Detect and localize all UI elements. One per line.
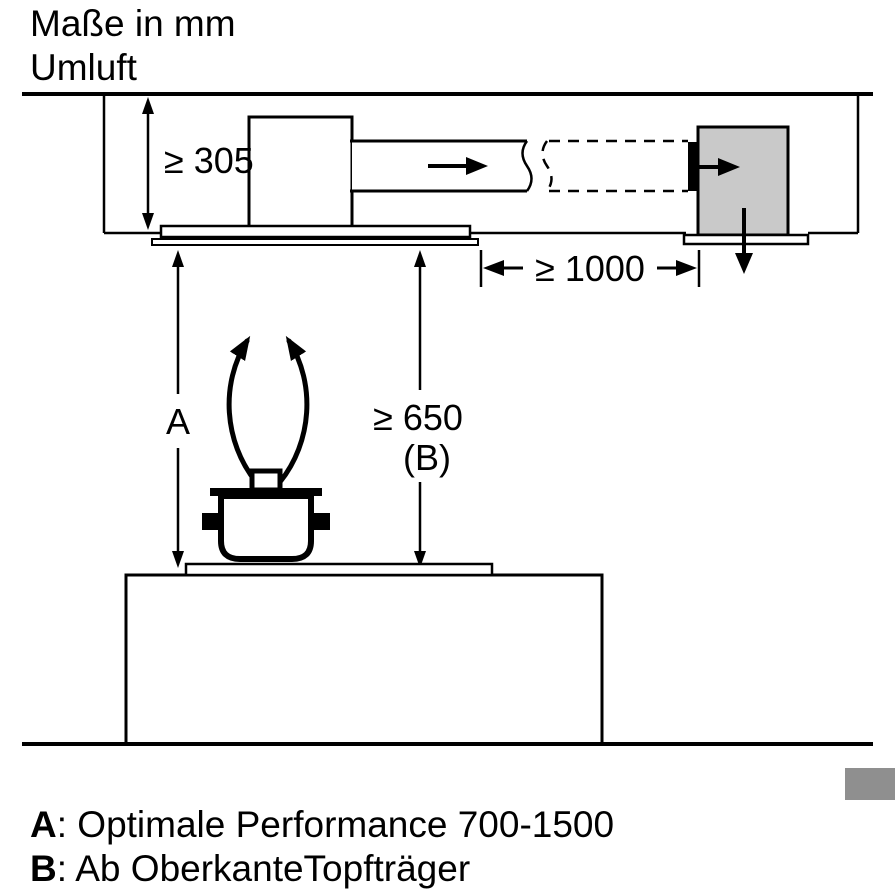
duct-extension-dashed xyxy=(541,139,688,193)
ceiling-cavity-outline xyxy=(102,94,860,235)
legend-a-text: : Optimale Performance 700-1500 xyxy=(56,804,615,845)
pot-icon xyxy=(202,468,330,562)
hood-body xyxy=(247,115,354,229)
diagram-title: Maße in mm Umluft xyxy=(30,2,236,89)
mode-label: Umluft xyxy=(30,46,137,88)
corner-gray-block xyxy=(845,768,895,800)
dim-1000-label: ≥ 1000 xyxy=(535,248,645,289)
legend-row-a: A: Optimale Performance 700-1500 xyxy=(30,803,614,847)
dim-305-label: ≥ 305 xyxy=(164,140,254,181)
exhaust-duct xyxy=(350,139,533,193)
legend-b-text: : Ab OberkanteTopfträger xyxy=(56,848,471,890)
island-counter xyxy=(124,573,604,746)
dim-b-value-label: ≥ 650 xyxy=(373,397,463,438)
module-outlet-down-arrow-icon xyxy=(735,208,753,274)
dim-a-label: A xyxy=(166,401,190,442)
steam-arrow-icon xyxy=(226,335,310,485)
dim-b-ref-label: (B) xyxy=(403,437,451,478)
hood-base-panel xyxy=(151,224,479,246)
cooktop xyxy=(184,562,494,577)
legend-b-key: B xyxy=(30,848,57,890)
dimension-a: A xyxy=(166,250,190,568)
legend-a-key: A xyxy=(30,804,57,845)
dimension-lateral-clearance: ≥ 1000 xyxy=(479,248,701,289)
dimension-cavity-height: ≥ 305 xyxy=(142,97,254,230)
units-label: Maße in mm xyxy=(30,3,236,44)
legend: A: Optimale Performance 700-1500 B: Ab O… xyxy=(30,803,614,892)
duct-connector xyxy=(688,142,698,191)
module-inlet-right-arrow-icon xyxy=(699,158,740,176)
legend-row-b: B: Ab OberkanteTopfträger xyxy=(30,847,614,891)
right-arrow-icon xyxy=(428,157,488,175)
dimension-b: ≥ 650 (B) xyxy=(373,250,463,568)
